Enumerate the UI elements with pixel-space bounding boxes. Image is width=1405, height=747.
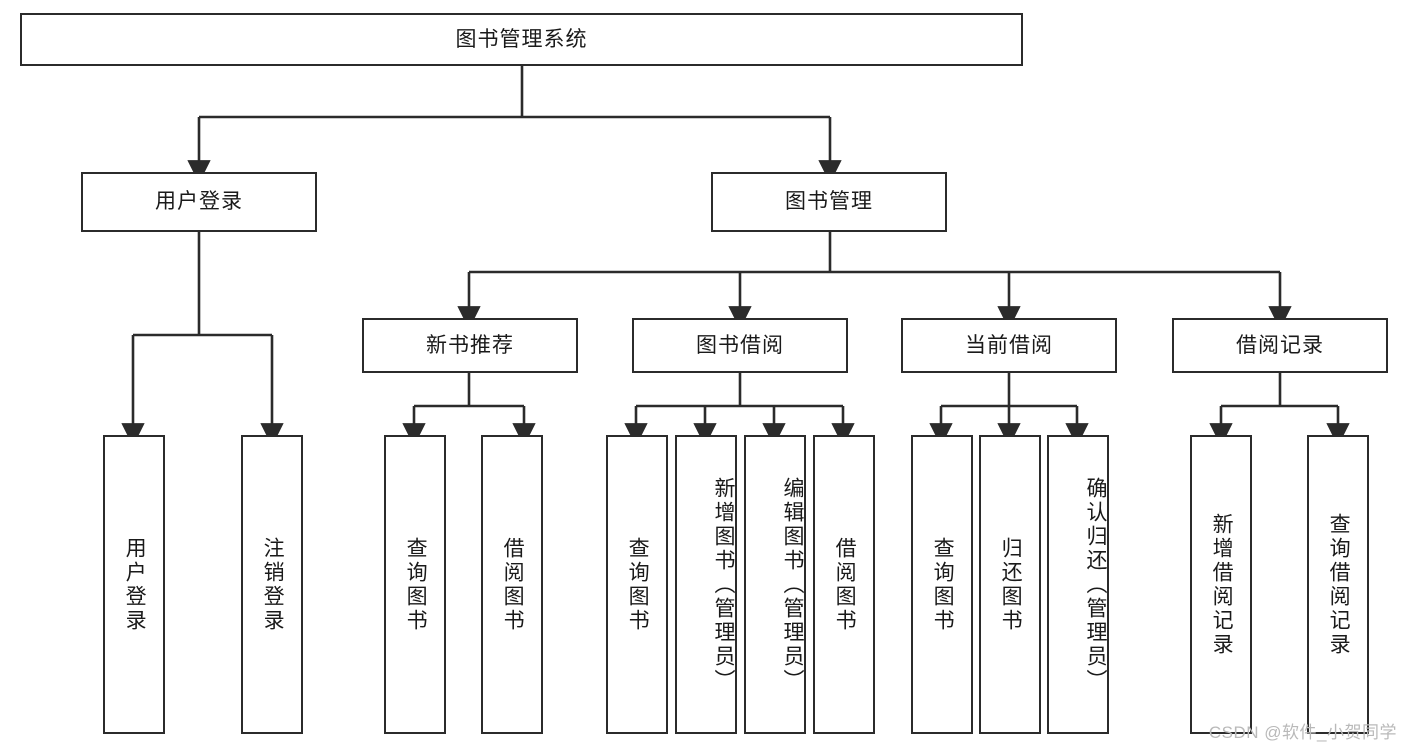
- leaf-current-confirm-return-admin[interactable]: 确认归还（管理员）: [1047, 435, 1109, 734]
- leaf-current-query-book[interactable]: 查询图书: [911, 435, 973, 734]
- leaf-recommend-query-book[interactable]: 查询图书: [384, 435, 446, 734]
- node-user-login[interactable]: 用户登录: [81, 172, 317, 232]
- node-root-system[interactable]: 图书管理系统: [20, 13, 1023, 66]
- leaf-user-login-login[interactable]: 用户登录: [103, 435, 165, 734]
- node-borrow-record[interactable]: 借阅记录: [1172, 318, 1388, 373]
- leaf-record-add-record[interactable]: 新增借阅记录: [1190, 435, 1252, 734]
- node-new-book-recommend[interactable]: 新书推荐: [362, 318, 578, 373]
- node-book-management[interactable]: 图书管理: [711, 172, 947, 232]
- leaf-current-return-book[interactable]: 归还图书: [979, 435, 1041, 734]
- leaf-borrow-edit-book-admin[interactable]: 编辑图书（管理员）: [744, 435, 806, 734]
- leaf-recommend-borrow-book[interactable]: 借阅图书: [481, 435, 543, 734]
- leaf-borrow-add-book-admin[interactable]: 新增图书（管理员）: [675, 435, 737, 734]
- watermark-csdn: CSDN @软件_小贺同学: [1208, 723, 1397, 742]
- node-book-borrow[interactable]: 图书借阅: [632, 318, 848, 373]
- node-current-borrow[interactable]: 当前借阅: [901, 318, 1117, 373]
- leaf-user-login-logout[interactable]: 注销登录: [241, 435, 303, 734]
- leaf-borrow-borrow-book[interactable]: 借阅图书: [813, 435, 875, 734]
- leaf-record-query-record[interactable]: 查询借阅记录: [1307, 435, 1369, 734]
- leaf-borrow-query-book[interactable]: 查询图书: [606, 435, 668, 734]
